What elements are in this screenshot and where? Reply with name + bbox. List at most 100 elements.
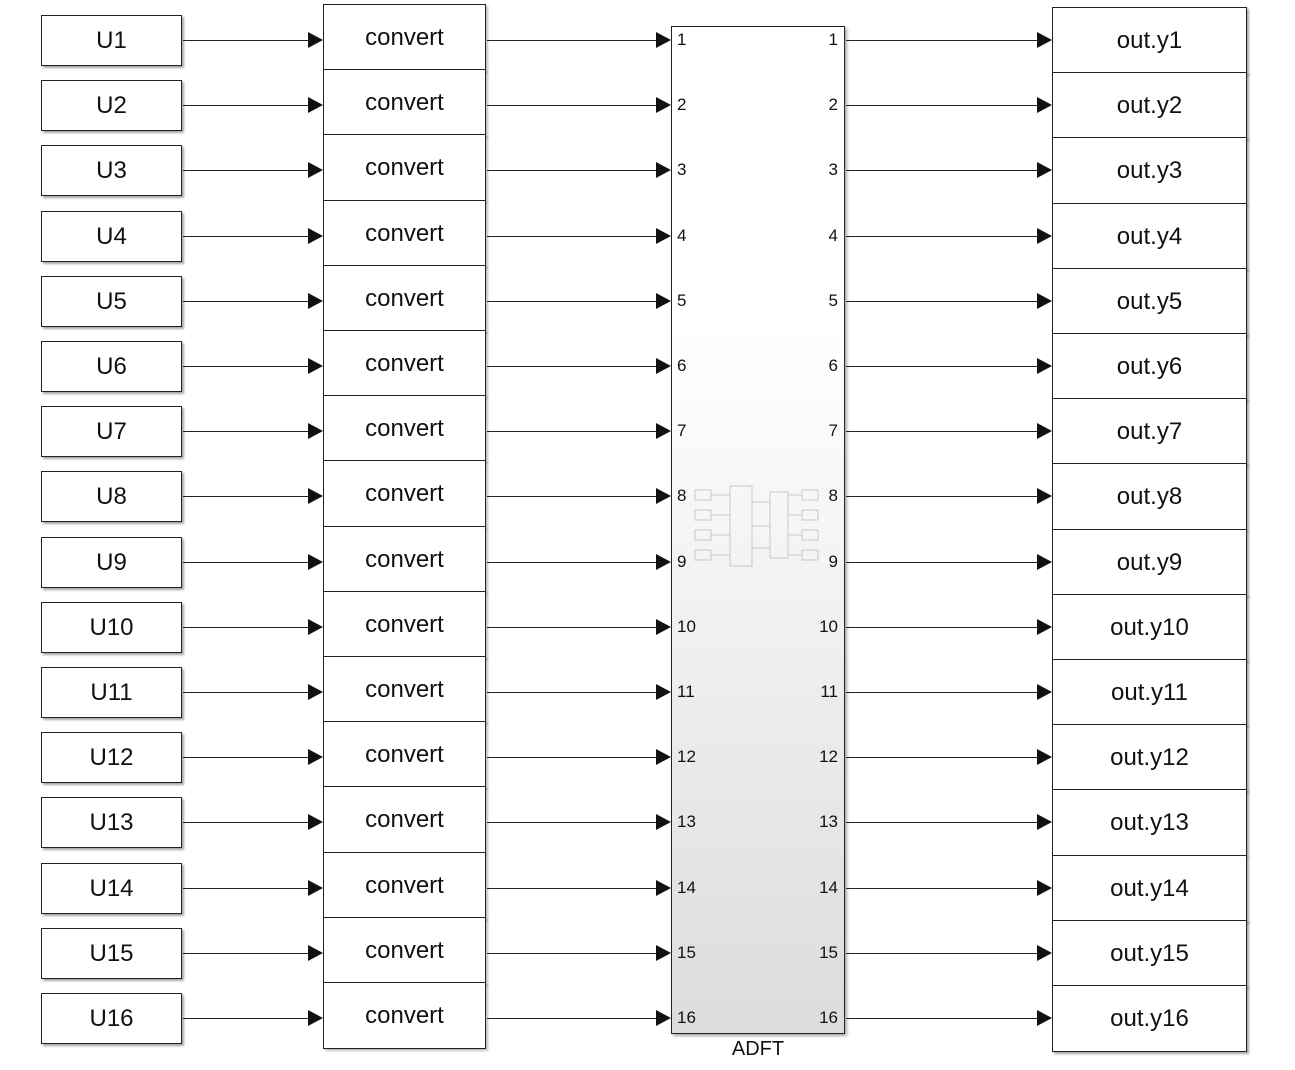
output-block-y7[interactable]: out.y7 (1052, 398, 1247, 465)
input-block-u13[interactable]: U13 (41, 797, 182, 848)
adft-in-port-6: 6 (677, 356, 687, 375)
wire-output-3-arrowhead (1037, 162, 1052, 178)
convert-block-3[interactable]: convert (323, 134, 486, 201)
input-block-u3[interactable]: U3 (41, 145, 182, 196)
adft-in-port-16: 16 (677, 1008, 696, 1027)
convert-block-12[interactable]: convert (323, 721, 486, 788)
adft-in-port-9: 9 (677, 552, 687, 571)
wire-output-14-arrowhead (1037, 880, 1052, 896)
wire-convert-14-arrowhead (656, 880, 671, 896)
output-block-y8[interactable]: out.y8 (1052, 463, 1247, 530)
output-block-y15[interactable]: out.y15 (1052, 920, 1247, 987)
convert-block-13[interactable]: convert (323, 786, 486, 853)
convert-block-16[interactable]: convert (323, 982, 486, 1049)
wire-output-2 (846, 104, 1038, 106)
output-block-y16[interactable]: out.y16 (1052, 985, 1247, 1052)
wire-input-11-arrowhead (308, 684, 323, 700)
input-block-u4[interactable]: U4 (41, 211, 182, 262)
wire-convert-2 (487, 104, 657, 106)
input-block-u1[interactable]: U1 (41, 15, 182, 66)
wire-convert-4 (487, 235, 657, 237)
wire-output-16 (846, 1017, 1038, 1019)
wire-convert-6 (487, 365, 657, 367)
output-block-y14[interactable]: out.y14 (1052, 855, 1247, 922)
output-block-y1[interactable]: out.y1 (1052, 7, 1247, 74)
adft-in-port-2: 2 (677, 95, 687, 114)
adft-out-port-11: 11 (820, 682, 838, 701)
input-block-u15[interactable]: U15 (41, 928, 182, 979)
output-block-y12[interactable]: out.y12 (1052, 724, 1247, 791)
input-block-u16[interactable]: U16 (41, 993, 182, 1044)
output-block-y13[interactable]: out.y13 (1052, 789, 1247, 856)
output-block-y9[interactable]: out.y9 (1052, 529, 1247, 596)
wire-output-5-arrowhead (1037, 293, 1052, 309)
wire-output-12-arrowhead (1037, 749, 1052, 765)
wire-convert-11-arrowhead (656, 684, 671, 700)
convert-block-9[interactable]: convert (323, 526, 486, 593)
input-block-u11[interactable]: U11 (41, 667, 182, 718)
output-block-y11[interactable]: out.y11 (1052, 659, 1247, 726)
convert-block-7[interactable]: convert (323, 395, 486, 462)
wire-convert-1-arrowhead (656, 32, 671, 48)
wire-input-10 (183, 626, 309, 628)
input-block-u14[interactable]: U14 (41, 863, 182, 914)
wire-input-9-arrowhead (308, 554, 323, 570)
convert-block-15[interactable]: convert (323, 917, 486, 984)
wire-output-3 (846, 169, 1038, 171)
adft-subsystem-block[interactable] (671, 26, 845, 1034)
wire-input-15-arrowhead (308, 945, 323, 961)
wire-convert-11 (487, 691, 657, 693)
convert-block-11[interactable]: convert (323, 656, 486, 723)
input-block-u12[interactable]: U12 (41, 732, 182, 783)
wire-input-4 (183, 235, 309, 237)
wire-input-6 (183, 365, 309, 367)
convert-block-10[interactable]: convert (323, 591, 486, 658)
wire-input-7 (183, 430, 309, 432)
input-block-u2[interactable]: U2 (41, 80, 182, 131)
convert-block-14[interactable]: convert (323, 852, 486, 919)
wire-convert-7 (487, 430, 657, 432)
wire-convert-10-arrowhead (656, 619, 671, 635)
adft-in-port-7: 7 (677, 421, 687, 440)
wire-convert-13-arrowhead (656, 814, 671, 830)
wire-input-7-arrowhead (308, 423, 323, 439)
wire-output-7 (846, 430, 1038, 432)
input-block-u5[interactable]: U5 (41, 276, 182, 327)
convert-block-6[interactable]: convert (323, 330, 486, 397)
convert-block-2[interactable]: convert (323, 69, 486, 136)
wire-convert-13 (487, 821, 657, 823)
output-block-y2[interactable]: out.y2 (1052, 72, 1247, 139)
adft-in-port-13: 13 (677, 812, 696, 831)
wire-convert-8-arrowhead (656, 488, 671, 504)
subsystem-preview-icon (694, 485, 819, 567)
adft-in-port-14: 14 (677, 878, 696, 897)
wire-input-8 (183, 495, 309, 497)
wire-convert-6-arrowhead (656, 358, 671, 374)
convert-block-8[interactable]: convert (323, 460, 486, 527)
output-block-y10[interactable]: out.y10 (1052, 594, 1247, 661)
convert-block-1[interactable]: convert (323, 4, 486, 71)
wire-input-5-arrowhead (308, 293, 323, 309)
wire-convert-12 (487, 756, 657, 758)
output-block-y5[interactable]: out.y5 (1052, 268, 1247, 335)
adft-out-port-13: 13 (819, 812, 838, 831)
wire-convert-7-arrowhead (656, 423, 671, 439)
input-block-u6[interactable]: U6 (41, 341, 182, 392)
wire-output-4 (846, 235, 1038, 237)
output-block-y3[interactable]: out.y3 (1052, 137, 1247, 204)
input-block-u7[interactable]: U7 (41, 406, 182, 457)
adft-out-port-16: 16 (819, 1008, 838, 1027)
input-block-u8[interactable]: U8 (41, 471, 182, 522)
wire-input-14 (183, 887, 309, 889)
wire-output-14 (846, 887, 1038, 889)
convert-block-4[interactable]: convert (323, 200, 486, 267)
wire-convert-15 (487, 952, 657, 954)
output-block-y6[interactable]: out.y6 (1052, 333, 1247, 400)
output-block-y4[interactable]: out.y4 (1052, 203, 1247, 270)
input-block-u10[interactable]: U10 (41, 602, 182, 653)
input-block-u9[interactable]: U9 (41, 537, 182, 588)
convert-block-5[interactable]: convert (323, 265, 486, 332)
wire-convert-16-arrowhead (656, 1010, 671, 1026)
wire-convert-15-arrowhead (656, 945, 671, 961)
wire-input-11 (183, 691, 309, 693)
